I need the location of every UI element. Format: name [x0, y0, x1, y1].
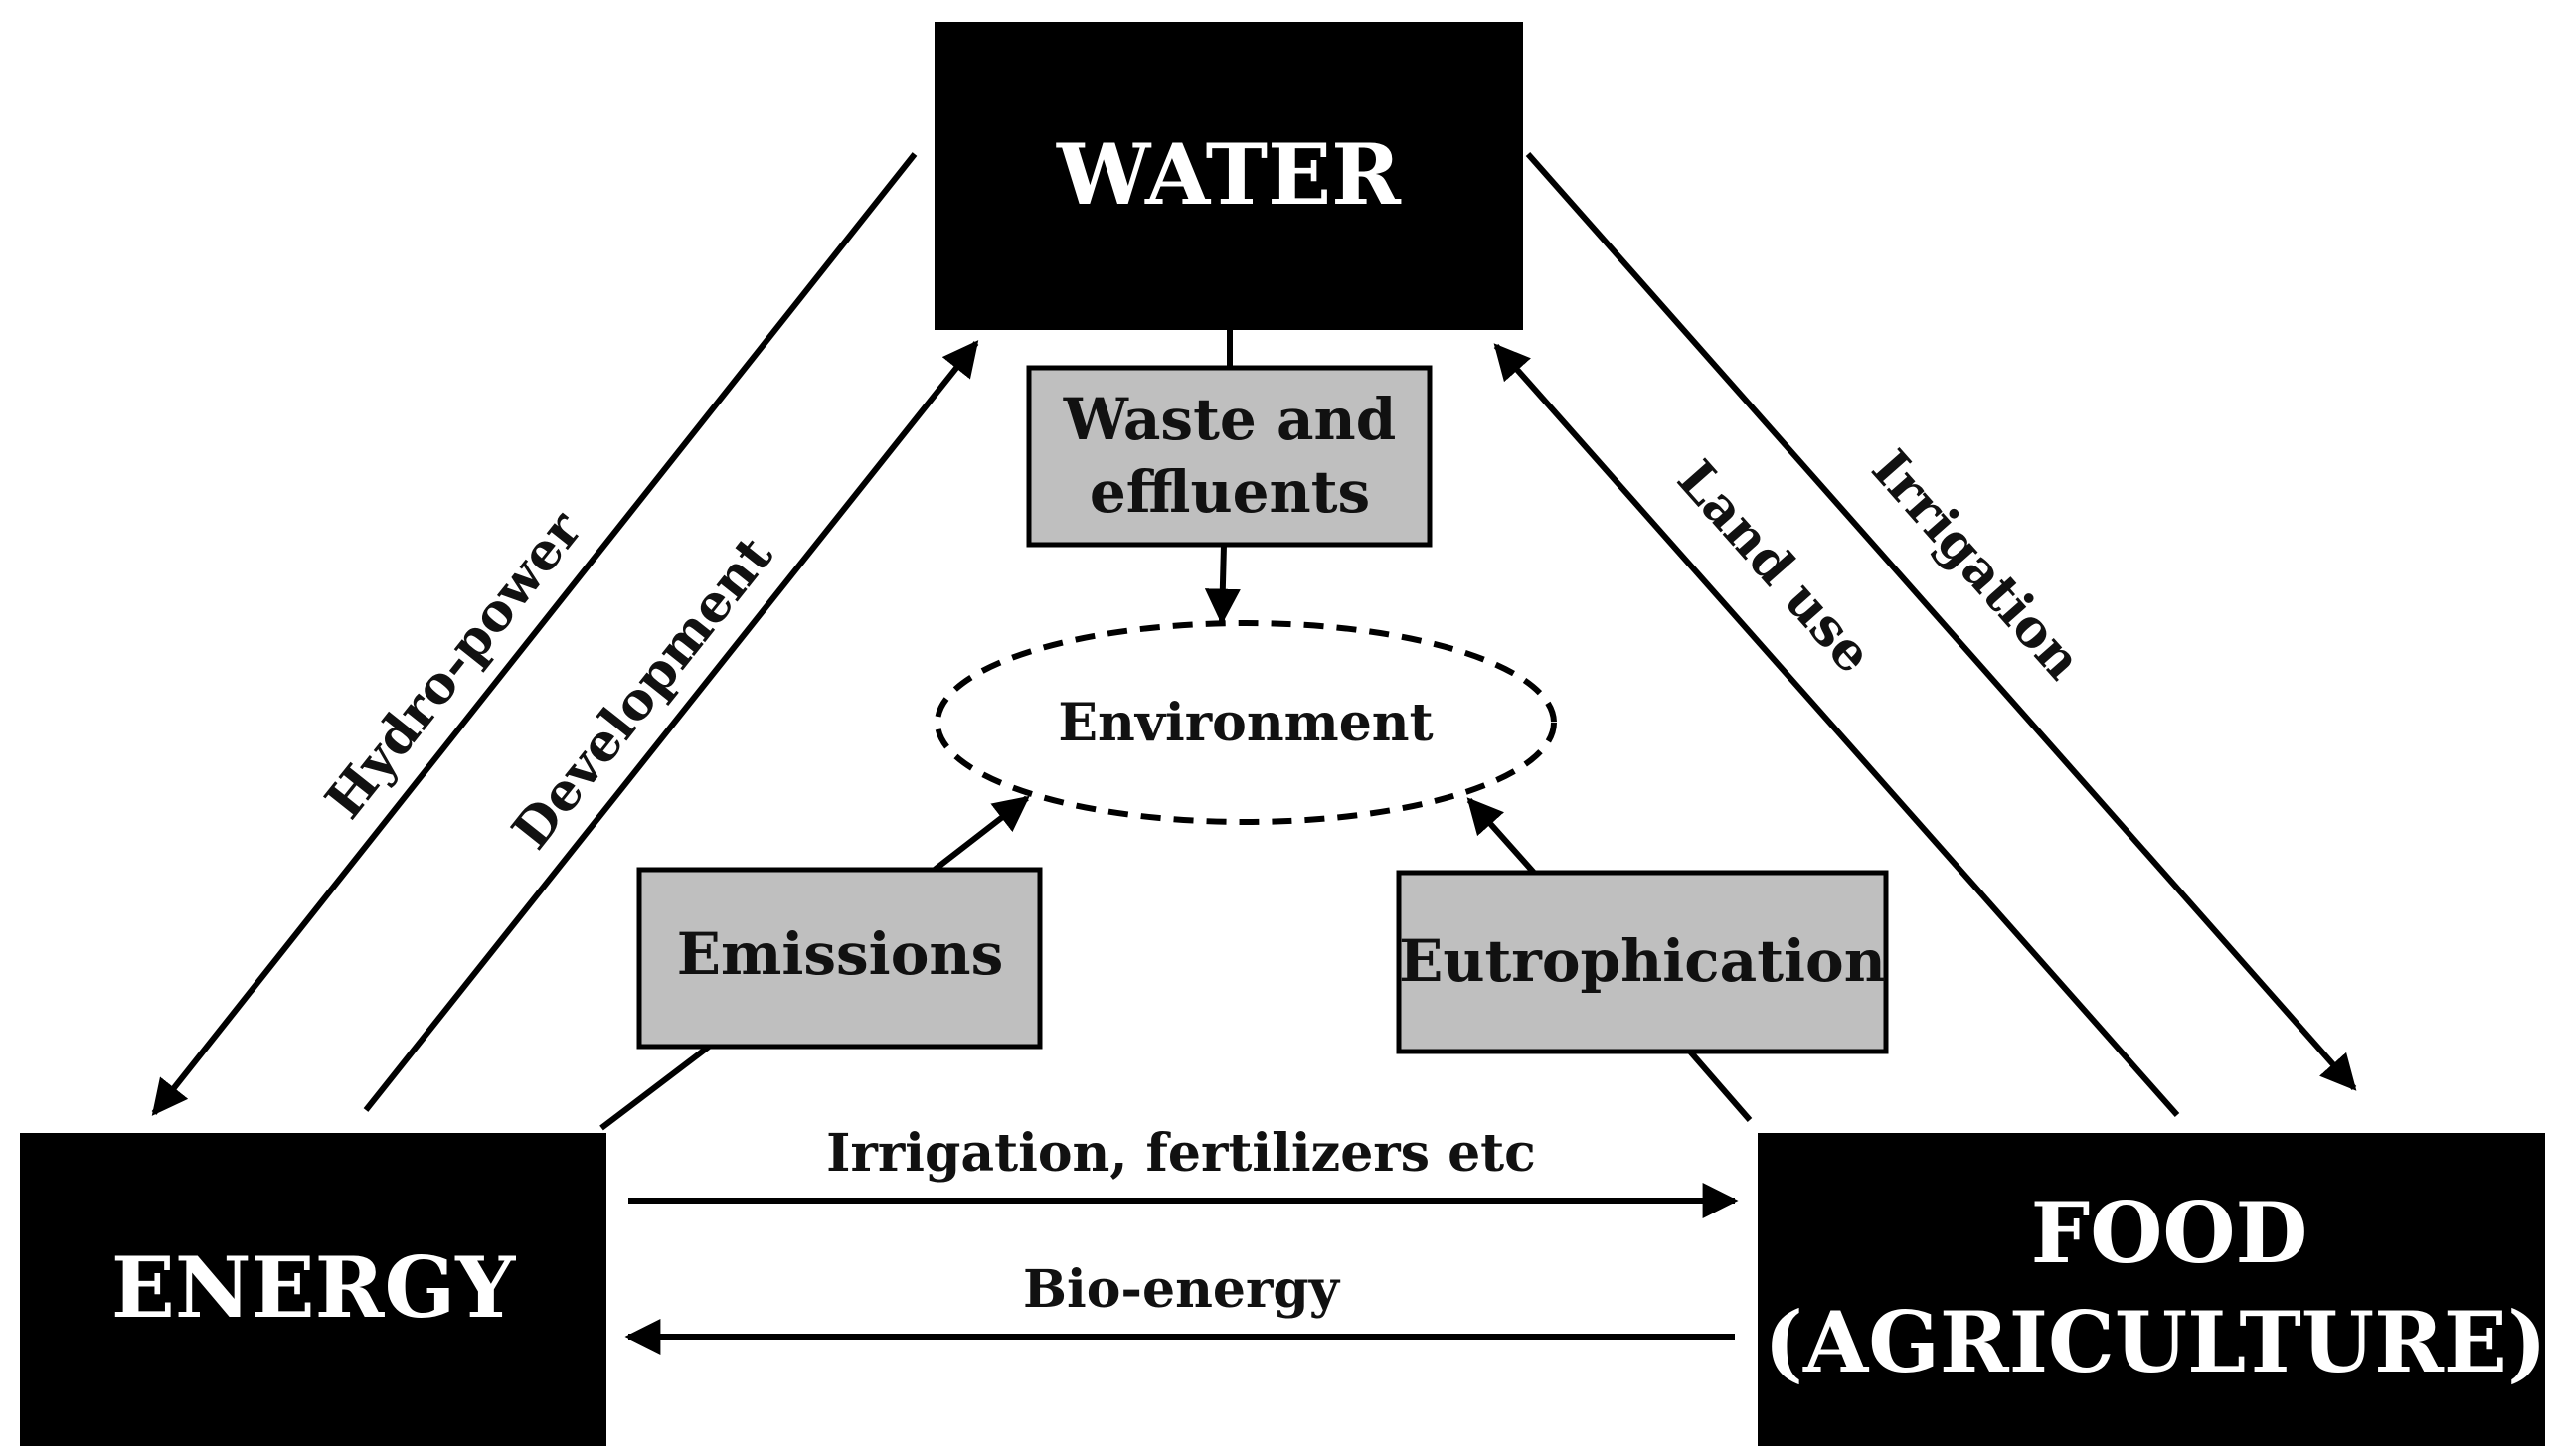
food-box: [1758, 1133, 2545, 1446]
environment-node: Environment: [935, 620, 1557, 825]
emissions-label: Emissions: [677, 920, 1003, 988]
eutrophication-box: [1396, 870, 1889, 1054]
land-use-arrow: [1493, 343, 2180, 1117]
eutrophication-label: Eutrophication: [1399, 927, 1886, 995]
irrigation-fertilizers-label: Irrigation, fertilizers etc: [826, 1123, 1536, 1184]
food-node: FOOD (AGRICULTURE): [1758, 1133, 2547, 1446]
energy-node: ENERGY: [20, 1133, 606, 1446]
connectors: [151, 152, 2357, 1355]
food-label-line2: (AGRICULTURE): [1764, 1293, 2546, 1391]
food-eutrophication-connector: [1687, 1050, 1753, 1122]
development-arrow: [363, 340, 979, 1112]
waste-environment-arrow: [1204, 544, 1241, 625]
water-box: [935, 22, 1523, 330]
water-node: WATER: [935, 22, 1523, 330]
hydropower-arrow: [151, 152, 918, 1116]
environment-label: Environment: [1058, 693, 1433, 753]
eutrophication-environment-arrow: [1466, 797, 1537, 875]
water-label: WATER: [1056, 125, 1402, 224]
energy-label: ENERGY: [111, 1238, 516, 1337]
waste-label-line2: effluents: [1090, 458, 1370, 526]
waste-node: Waste and effluents: [1026, 365, 1433, 548]
environment-ellipse: [935, 620, 1557, 825]
emissions-environment-arrow: [933, 795, 1030, 873]
eutrophication-node: Eutrophication: [1396, 870, 1889, 1054]
waste-box: [1026, 365, 1433, 548]
food-label-line1: FOOD: [2031, 1184, 2308, 1282]
waste-label-line1: Waste and: [1063, 386, 1397, 453]
bio-energy-label: Bio-energy: [1023, 1259, 1341, 1320]
energy-box: [20, 1133, 606, 1446]
energy-emissions-connector: [599, 1044, 711, 1131]
emissions-node: Emissions: [636, 867, 1043, 1050]
emissions-box: [636, 867, 1043, 1050]
irrigation-arrow: [1525, 152, 2357, 1091]
land-use-label: Land use: [1665, 449, 1884, 685]
